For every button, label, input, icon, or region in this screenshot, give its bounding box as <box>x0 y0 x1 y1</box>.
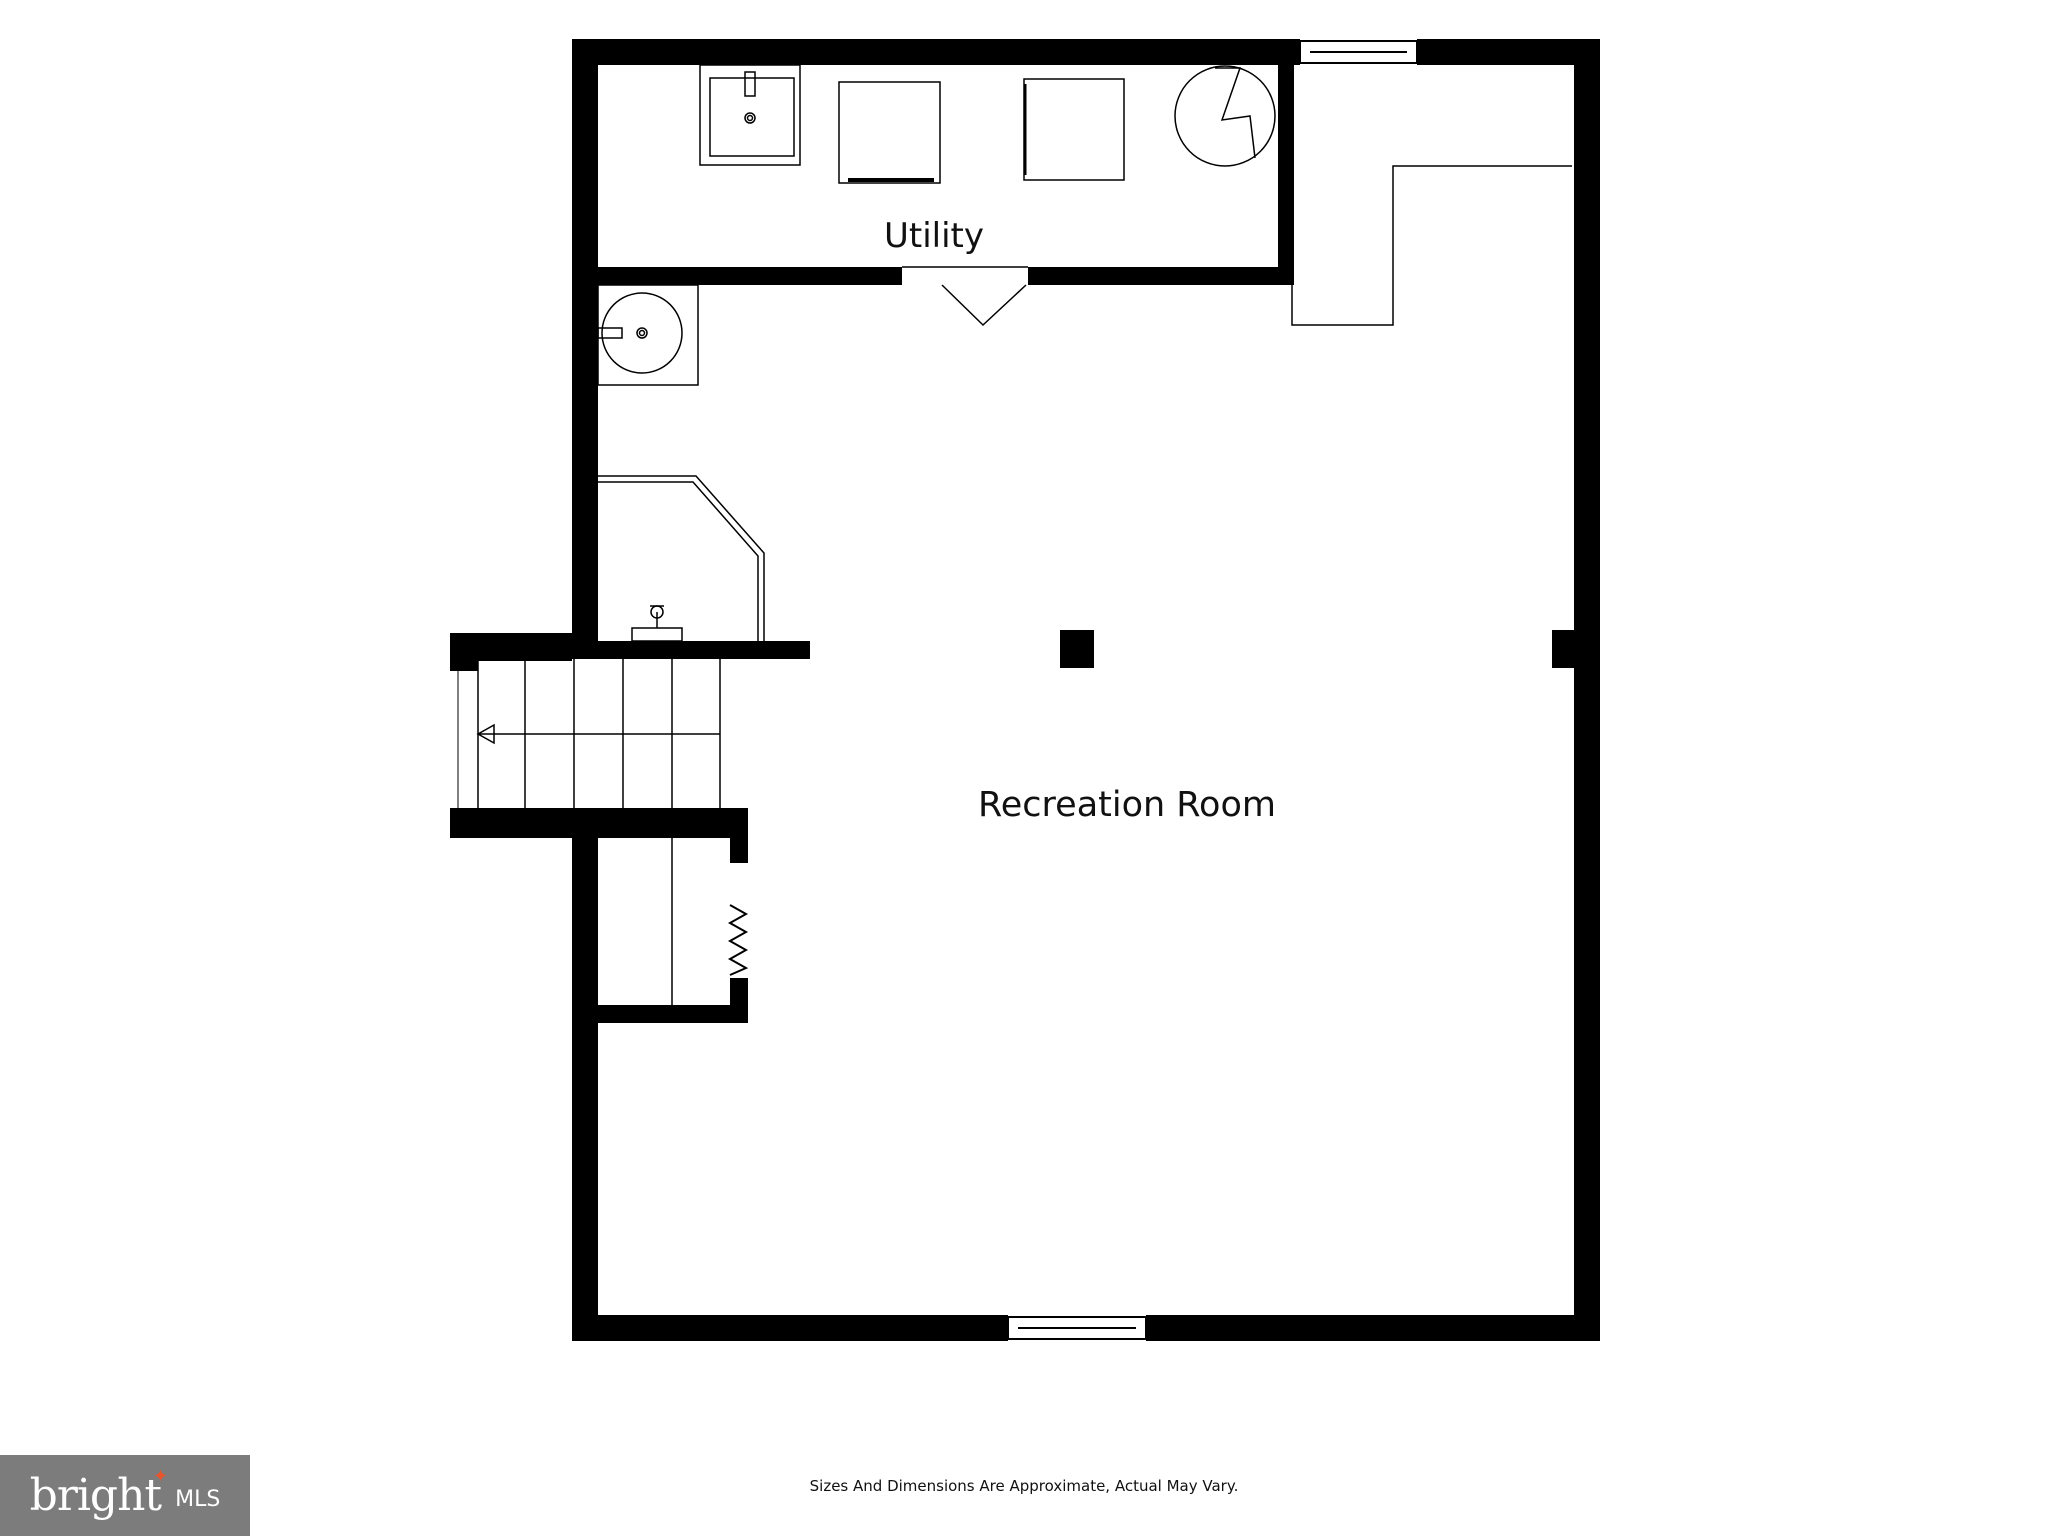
stair-direction-arrow <box>476 723 495 745</box>
washer <box>838 81 941 184</box>
staircase <box>457 659 721 808</box>
wall-bottom-right <box>1146 1315 1600 1341</box>
wall-top-left <box>572 39 1300 65</box>
under-stair-closet <box>671 838 749 1005</box>
utility-wall-left <box>598 267 902 285</box>
wall-bottom-left <box>572 1315 1008 1341</box>
wall-left-lower <box>572 825 598 1341</box>
stair-walls <box>450 633 810 1023</box>
corner-shower <box>598 475 765 642</box>
pier-right <box>1552 630 1574 668</box>
utility-wall-right <box>1028 267 1290 285</box>
column-center <box>1060 630 1094 668</box>
room-label-utility: Utility <box>884 216 984 256</box>
utility-walls <box>598 65 1294 285</box>
dryer <box>1023 78 1125 181</box>
utility-door <box>902 266 1028 327</box>
stair-landing-left <box>450 633 478 671</box>
windows <box>1007 40 1418 1340</box>
logo-wordmark-text: bright <box>29 1470 162 1521</box>
stair-wall-top-inner <box>572 641 810 659</box>
utility-fixtures <box>699 64 1276 184</box>
wall-right <box>1574 39 1600 1341</box>
alcove <box>1291 165 1572 326</box>
logo-suffix: MLS <box>175 1487 221 1512</box>
wall-top-right <box>1417 39 1600 65</box>
stair-landing-left-lower <box>450 808 478 838</box>
disclaimer-text: Sizes And Dimensions Are Approximate, Ac… <box>809 1477 1239 1495</box>
laundry-sink <box>699 64 801 166</box>
water-heater <box>1174 65 1276 167</box>
closet-wall-bottom <box>598 1005 748 1023</box>
utility-wall-east <box>1278 65 1294 285</box>
wall-left-upper <box>572 39 598 643</box>
logo-wordmark: bright ✦ <box>29 1466 168 1521</box>
bright-mls-logo: bright ✦ MLS <box>0 1455 250 1536</box>
stair-wall-bottom <box>450 808 748 838</box>
logo-star-icon: ✦ <box>153 1466 168 1487</box>
corner-sink <box>597 284 699 386</box>
closet-wall-right-upper <box>730 808 748 863</box>
exterior-walls <box>572 39 1600 1341</box>
room-label-recreation: Recreation Room <box>978 785 1276 825</box>
